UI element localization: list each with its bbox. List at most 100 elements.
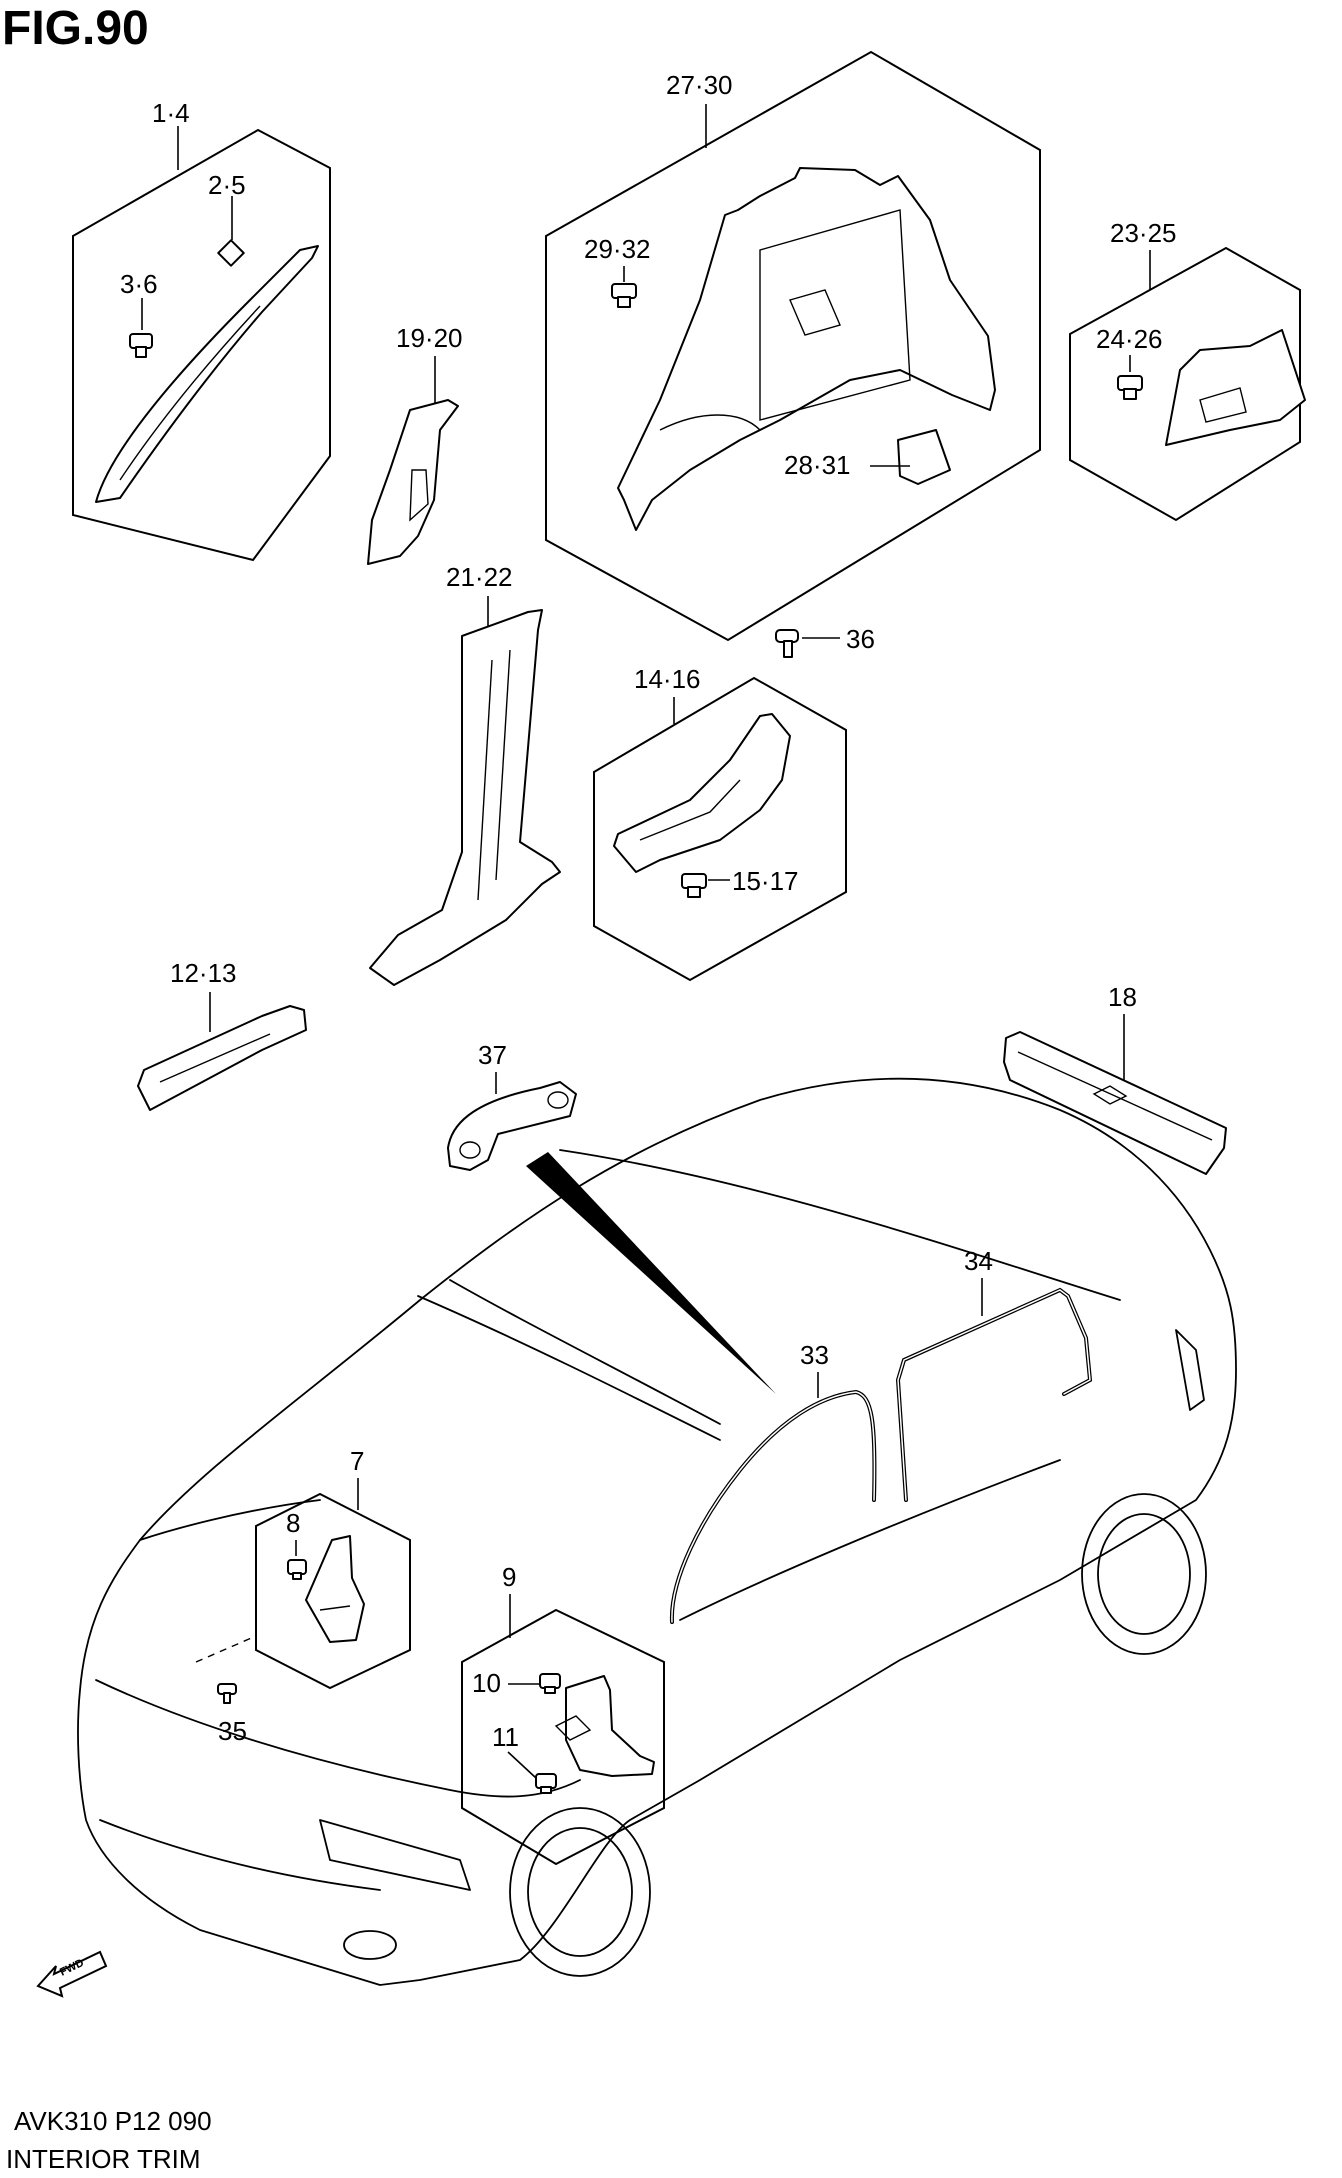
car-bumper-bottom [99,1819,381,1891]
callout-34: 34 [964,1246,993,1276]
rear-door-trim-inner [897,1289,1091,1501]
screw-35 [217,1683,237,1704]
front-door-trim-inner [671,1391,876,1623]
group-dash-side: 7 8 [255,1446,411,1690]
group-box-27-30 [545,50,1041,642]
center-pillar-part [369,609,561,986]
clip-36 [775,629,799,658]
group-assist-grip: 37 [447,1040,577,1171]
callout-3-6: 3·6 [120,269,158,299]
car-bumper-top [95,1679,581,1798]
group-box-7 [255,1492,411,1690]
clip-24-26 [1117,375,1143,400]
callout-36: 36 [846,624,875,654]
figure-title: FIG.90 [2,2,149,55]
callout-18: 18 [1108,982,1137,1012]
group-center-pillar: 21·22 [369,562,561,986]
callout-1-4: 1·4 [152,98,190,128]
rear-sill-detail [1017,1051,1213,1141]
center-pillar-detail-1 [477,659,493,901]
callout-15-17: 15·17 [732,866,799,896]
kick-panel-part [565,1675,655,1777]
callout-35: 35 [218,1716,247,1746]
car-hood-line [139,1499,321,1541]
a-pillar-trim-part [95,245,319,503]
car-belt-line [679,1459,1061,1621]
car-tail-lamp [1175,1329,1205,1411]
rear-trim-part [1165,329,1306,446]
leader-11 [507,1751,537,1779]
front-scuff-part [137,1005,307,1111]
clip-3-6 [129,333,153,358]
sill-trim-part [613,713,791,873]
group-clip-36: 36 [775,624,875,658]
front-scuff-detail [159,1033,271,1083]
group-box-23-25 [1069,246,1301,522]
callout-11: 11 [492,1722,519,1752]
group-sill-trim: 14·16 15·17 [593,664,847,982]
car-rear-wheel [1097,1513,1191,1635]
assist-grip-end-left [459,1141,481,1159]
b-pillar-upper-part [367,399,459,565]
dash-side-detail [319,1605,351,1611]
clip-10 [539,1673,561,1694]
quarter-trim-lower [659,414,761,431]
a-pillar-detail [119,305,261,481]
sill-trim-detail [639,779,741,841]
car-windshield-base [417,1295,721,1441]
car-fog-lamp [343,1930,397,1960]
clip-15-17 [681,873,707,898]
quarter-trim-panel [759,209,911,421]
car-front-wheel [527,1827,633,1957]
group-front-scuff: 12·13 [137,958,307,1111]
group-kick-panel: 9 10 11 [461,1562,665,1866]
group-box-14-16 [593,676,847,982]
callout-12-13: 12·13 [170,958,237,988]
callout-23-25: 23·25 [1110,218,1177,248]
clip-8 [287,1559,307,1580]
assist-grip-part [447,1081,577,1171]
callout-19-20: 19·20 [396,323,463,353]
group-front-door-trim: 33 [669,1340,877,1624]
car-roof-line [559,1149,1121,1301]
group-rear-trim: 23·25 24·26 [1069,218,1306,522]
group-rear-door-trim: 34 [895,1246,1093,1502]
center-pillar-detail-2 [495,649,511,881]
rear-sill-part [1003,1031,1227,1175]
callout-29-32: 29·32 [584,234,651,264]
group-b-pillar-upper: 19·20 [367,323,463,565]
assist-grip-end-right [547,1091,569,1109]
car-windshield-top [449,1279,721,1425]
rear-sill-mark [1092,1085,1128,1105]
callout-27-30: 27·30 [666,70,733,100]
callout-28-31: 28·31 [784,450,851,480]
pointer-wedge [526,1152,776,1394]
callout-37: 37 [478,1040,507,1070]
group-box-9 [461,1608,665,1866]
callout-24-26: 24·26 [1096,324,1163,354]
dash-side-trim-part [305,1535,365,1643]
group-screw-35: 35 [195,1635,257,1746]
quarter-trim-window [789,289,841,336]
group-a-pillar-trim: 1·4 2·5 3·6 [72,98,331,562]
b-pillar-upper-detail [409,469,429,522]
rear-trim-detail [1199,387,1247,423]
clip-11 [535,1773,557,1794]
car-body [77,1077,1237,1986]
callout-9: 9 [502,1562,516,1592]
front-door-trim-part [669,1389,877,1624]
figure-code: AVK310 P12 090 [14,2106,212,2136]
car-outline [77,1077,1237,1986]
rear-door-trim-part [895,1287,1093,1502]
car-headlamp [319,1819,471,1891]
car-front-wheel-arch [509,1807,651,1977]
callout-8: 8 [286,1508,300,1538]
callout-14-16: 14·16 [634,664,701,694]
dashed-line-35 [195,1635,257,1663]
callout-10: 10 [472,1668,501,1698]
callout-2-5: 2·5 [208,170,246,200]
car-rear-wheel-arch [1081,1493,1207,1655]
callout-7: 7 [350,1446,364,1476]
group-quarter-trim: 27·30 29·32 28·31 [545,50,1041,642]
